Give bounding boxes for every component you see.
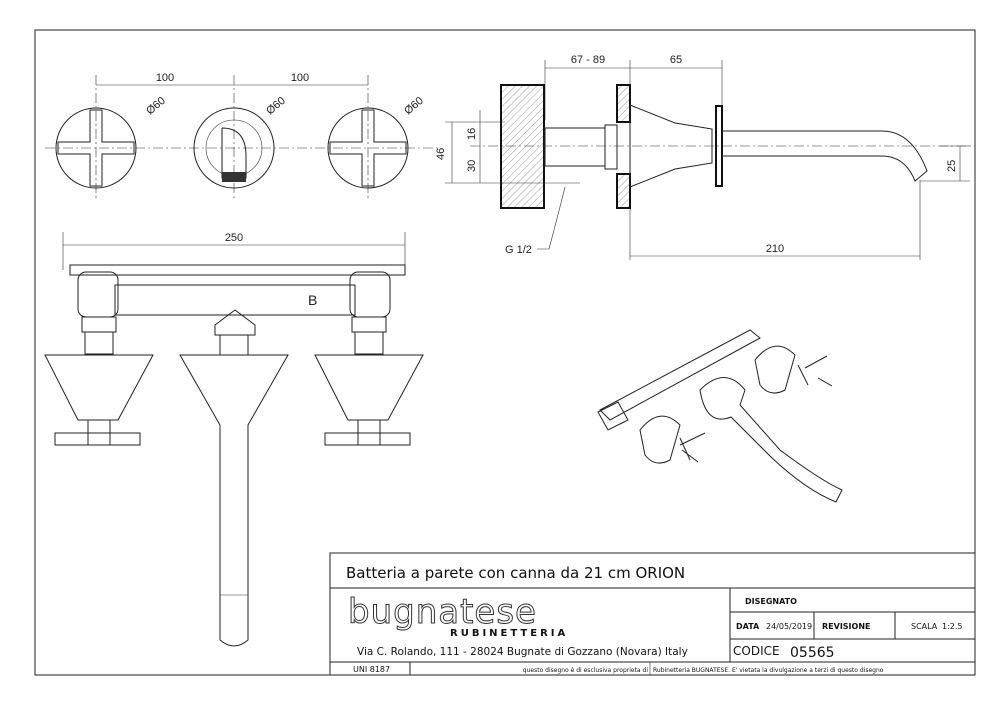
- dim-spout-length: 210: [766, 243, 784, 255]
- side-section: 67 - 89 65 46 16 30 210 25 G 1/2: [435, 54, 975, 260]
- company-address: Via C. Rolando, 111 - 28024 Bugnate di G…: [357, 646, 688, 658]
- notice-part-2: Rubinetteria BUGNATESE. E' vietata la di…: [653, 667, 884, 674]
- dim-right-spacing: 100: [291, 72, 309, 84]
- data-value: 24/05/2019: [766, 622, 812, 631]
- dim-diameter-right: Ø60: [402, 95, 426, 118]
- isometric-view: [597, 329, 843, 503]
- standard-label: UNI 8187: [353, 665, 390, 674]
- drawing-title: Batteria a parete con canna da 21 cm ORI…: [346, 564, 685, 582]
- disegnato-label: DISEGNATO: [745, 597, 797, 606]
- scala-label: SCALA: [911, 622, 938, 631]
- data-label: DATA: [736, 622, 760, 631]
- dim-diameter-left: Ø60: [144, 95, 168, 118]
- notice-part-1: questo disegno è di esclusiva proprieta …: [523, 667, 649, 674]
- thread-label: G 1/2: [505, 244, 532, 256]
- marker-b: B: [308, 292, 317, 308]
- dim-wall-depth: 67 - 89: [571, 54, 605, 66]
- handle-left: [55, 107, 137, 189]
- revisione-label: REVISIONE: [822, 622, 871, 631]
- dim-left-spacing: 100: [156, 72, 174, 84]
- dim-height-upper: 16: [466, 128, 478, 140]
- brand-logo: bugnatese: [348, 592, 537, 632]
- dim-diameter-center: Ø60: [264, 95, 288, 118]
- title-block: Batteria a parete con canna da 21 cm ORI…: [329, 552, 976, 676]
- dim-height-total: 46: [435, 148, 447, 160]
- dim-height-lower: 30: [466, 160, 478, 172]
- handle-right: [327, 107, 409, 189]
- dim-spout-drop: 25: [946, 160, 958, 172]
- brand-logo-subtitle: RUBINETTERIA: [450, 628, 568, 639]
- dim-total-width: 250: [225, 232, 243, 244]
- scala-value: 1:2.5: [942, 622, 963, 631]
- codice-label: CODICE: [733, 644, 780, 658]
- spout-rosette: [193, 107, 275, 189]
- front-view: 250 B: [44, 232, 424, 647]
- dim-body-depth: 65: [670, 54, 682, 66]
- top-view: 100 100 Ø60 Ø60 Ø60: [45, 72, 440, 200]
- codice-value: 05565: [790, 645, 835, 661]
